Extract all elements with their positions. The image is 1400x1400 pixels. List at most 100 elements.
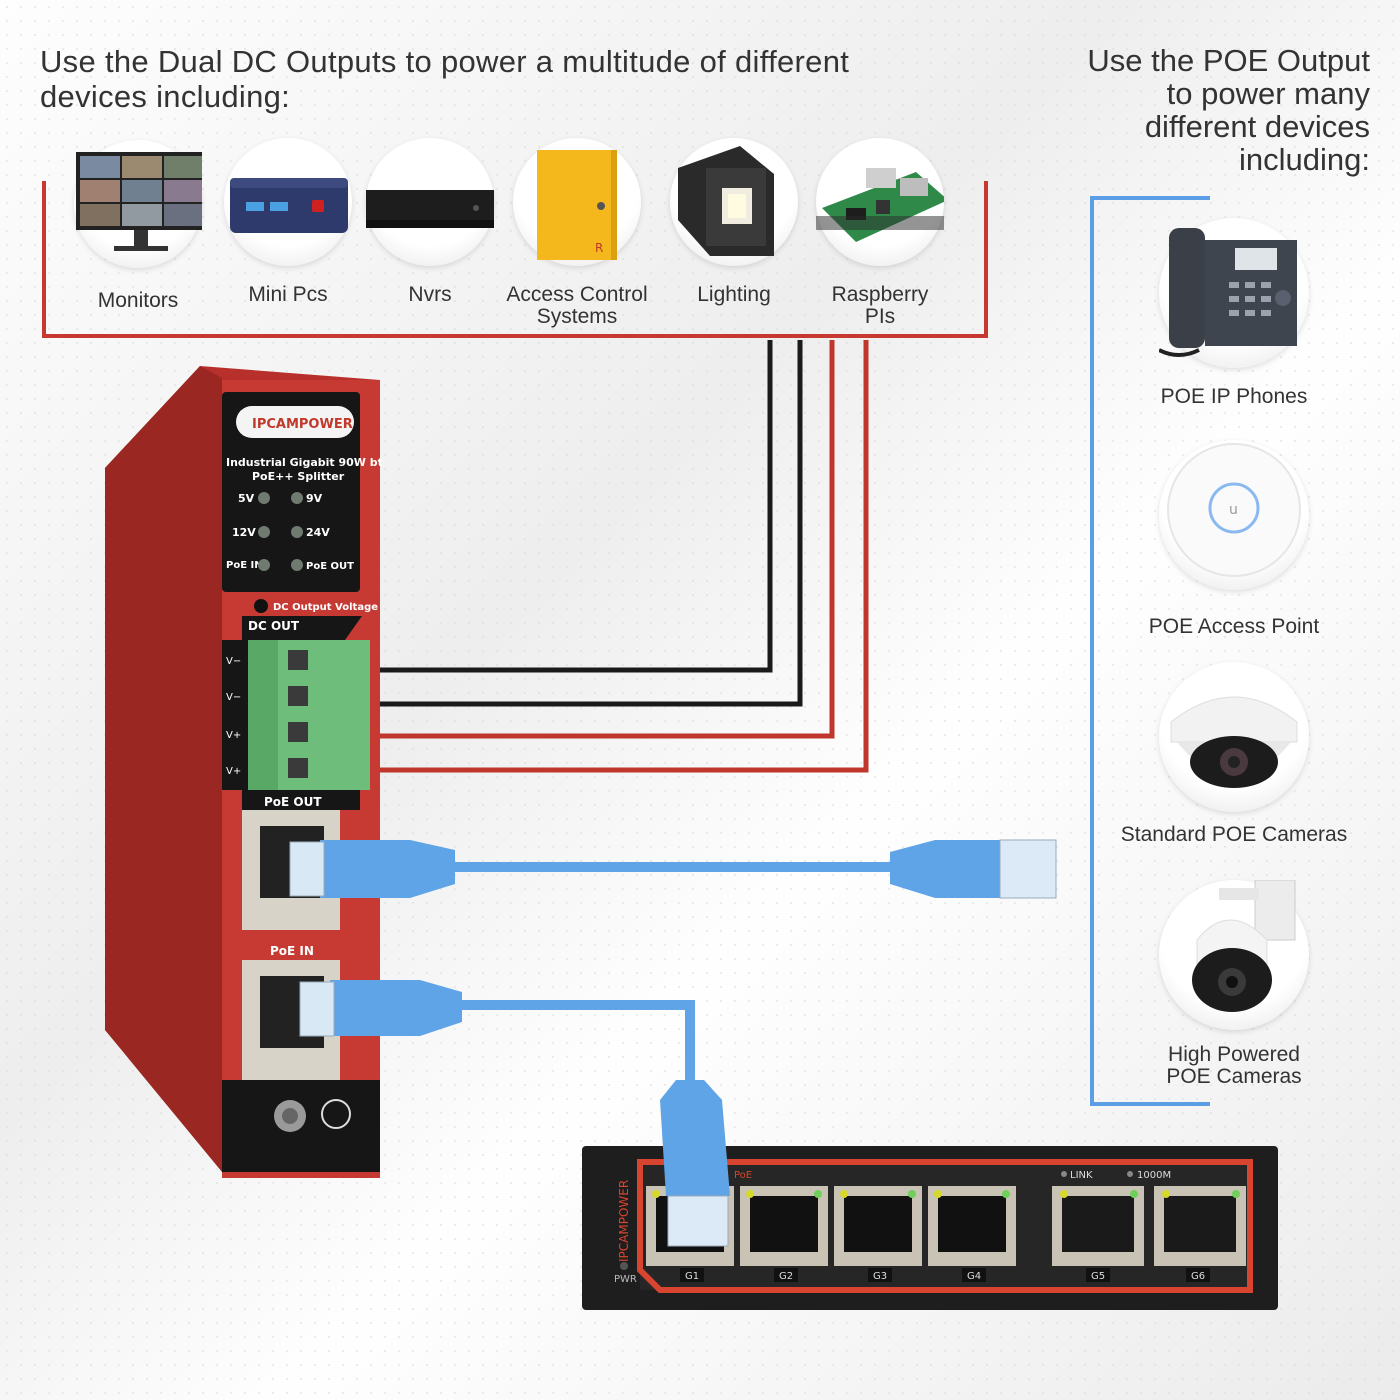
device-label-access-control: Access Control Systems <box>506 284 648 328</box>
splitter-logo-plate <box>236 406 354 438</box>
poe-in-cable-plug <box>660 1080 730 1247</box>
device-label-poe-ip-phones: POE IP Phones <box>1160 385 1308 408</box>
port-label-g5: G5 <box>1091 1271 1105 1282</box>
poe-title-line3: different devices <box>1144 109 1370 144</box>
led-label-poe-in: PoE IN <box>226 560 263 571</box>
splitter-model-line1: Industrial Gigabit 90W bt <box>226 456 383 469</box>
device-label-poe-access-point: POE Access Point <box>1148 615 1320 638</box>
raspberry-line2: PIs <box>864 305 896 328</box>
poe-output-title: Use the POE Output to power many differe… <box>1040 44 1370 176</box>
poe-title-line1: Use the POE Output <box>1087 43 1370 78</box>
dc-output-voltage-label: DC Output Voltage <box>273 602 378 613</box>
device-label-monitors: Monitors <box>97 289 179 312</box>
port-label-g1: G1 <box>685 1271 699 1282</box>
high-powered-line2: POE Cameras <box>1166 1065 1302 1088</box>
device-mini-pcs: Mini Pcs <box>218 138 358 306</box>
led-12v <box>258 526 270 538</box>
led-9v <box>291 492 303 504</box>
pwr-led <box>620 1262 628 1270</box>
wire-red-1 <box>310 340 835 739</box>
floodlight-icon <box>670 138 798 266</box>
dc-terminal-block <box>248 640 370 790</box>
led-label-poe-out: PoE OUT <box>306 561 354 572</box>
mini-pc-icon <box>224 138 352 266</box>
access-control-line1: Access Control <box>506 283 648 306</box>
led-poe-in <box>258 559 270 571</box>
terminal-label-1: V− <box>226 656 241 667</box>
dc-devices-bracket <box>42 181 988 338</box>
device-lighting: Lighting <box>664 138 804 306</box>
switch-poe-label: PoE <box>734 1170 752 1181</box>
poe-switch: IPCAMPOWER PWR PoE LINK 1000M <box>582 1146 1278 1310</box>
poe-devices-bracket <box>1090 196 1210 1106</box>
dc-outputs-title: Use the Dual DC Outputs to power a multi… <box>40 44 980 114</box>
port-label-g3: G3 <box>873 1271 887 1282</box>
dc-out-label: DC OUT <box>248 619 300 633</box>
svg-text:R: R <box>595 241 603 255</box>
device-standard-poe-cameras: Standard POE Cameras <box>1084 662 1384 846</box>
wire-black-2 <box>310 340 803 707</box>
device-label-standard-poe-cameras: Standard POE Cameras <box>1120 823 1348 846</box>
port-label-g4: G4 <box>967 1271 981 1282</box>
device-access-control: R Access Control Systems <box>506 138 648 328</box>
device-label-mini-pcs: Mini Pcs <box>248 283 328 306</box>
nvr-icon <box>354 138 506 266</box>
led-poe-out <box>291 559 303 571</box>
terminal-screw-4[interactable] <box>288 758 308 778</box>
dc-title-line1: Use the Dual DC Outputs to power a multi… <box>40 44 850 79</box>
device-poe-access-point: u POE Access Point <box>1084 440 1384 638</box>
switch-speed-label: 1000M <box>1137 1170 1171 1181</box>
port-label-g6: G6 <box>1191 1271 1205 1282</box>
led-label-12v: 12V <box>232 526 256 539</box>
device-monitors: Monitors <box>68 140 210 312</box>
device-label-nvrs: Nvrs <box>408 283 452 306</box>
led-24v <box>291 526 303 538</box>
terminal-label-3: V+ <box>226 730 241 741</box>
led-label-24v: 24V <box>306 526 330 539</box>
switch-link-label: LINK <box>1070 1170 1093 1181</box>
dome-camera-icon <box>1159 662 1309 812</box>
poe-splitter: IPCAMPOWER Industrial Gigabit 90W bt PoE… <box>105 366 383 1178</box>
ip-phone-icon <box>1158 218 1309 368</box>
ground-symbol-icon <box>321 1099 351 1129</box>
terminal-screw-3[interactable] <box>288 722 308 742</box>
monitor-icon <box>74 140 210 268</box>
voltage-selector-button[interactable] <box>254 599 268 613</box>
splitter-brand: IPCAMPOWER <box>252 417 353 432</box>
device-poe-ip-phones: POE IP Phones <box>1084 218 1384 408</box>
poe-out-cable <box>289 839 1057 899</box>
poe-title-line4: including: <box>1239 142 1370 177</box>
terminal-label-2: V− <box>226 692 241 703</box>
switch-ports <box>646 1186 1246 1266</box>
poe-in-cable <box>299 980 695 1090</box>
port-label-poe-out: PoE OUT <box>264 795 322 809</box>
terminal-screw-2[interactable] <box>288 686 308 706</box>
raspberry-pi-icon <box>816 138 948 266</box>
poe-title-line2: to power many <box>1166 76 1370 111</box>
access-control-box-icon: R <box>513 138 641 266</box>
device-label-high-powered-poe-cameras: High Powered POE Cameras <box>1084 1044 1384 1088</box>
terminal-label-4: V+ <box>226 766 241 777</box>
led-label-9v: 9V <box>306 492 323 505</box>
port-label-poe-in: PoE IN <box>270 944 314 958</box>
dc-wires <box>310 340 869 773</box>
dc-title-line2: devices including: <box>40 79 291 114</box>
led-label-5v: 5V <box>238 492 255 505</box>
ptz-camera-icon <box>1159 879 1309 1030</box>
access-control-line2: Systems <box>536 305 618 328</box>
switch-brand: IPCAMPOWER <box>617 1180 631 1262</box>
device-nvrs: Nvrs <box>354 138 506 306</box>
splitter-model-line2: PoE++ Splitter <box>252 470 345 483</box>
wire-black-1 <box>310 340 773 673</box>
high-powered-line1: High Powered <box>1168 1043 1300 1066</box>
pwr-label: PWR <box>614 1274 637 1285</box>
device-high-powered-poe-cameras: High Powered POE Cameras <box>1084 879 1384 1088</box>
wire-red-2 <box>310 340 869 773</box>
device-raspberry-pis: Raspberry PIs <box>810 138 950 328</box>
terminal-screw-1[interactable] <box>288 650 308 670</box>
port-label-g2: G2 <box>779 1271 793 1282</box>
access-point-icon: u <box>1159 440 1309 590</box>
device-label-raspberry-pis: Raspberry PIs <box>810 284 950 328</box>
led-5v <box>258 492 270 504</box>
